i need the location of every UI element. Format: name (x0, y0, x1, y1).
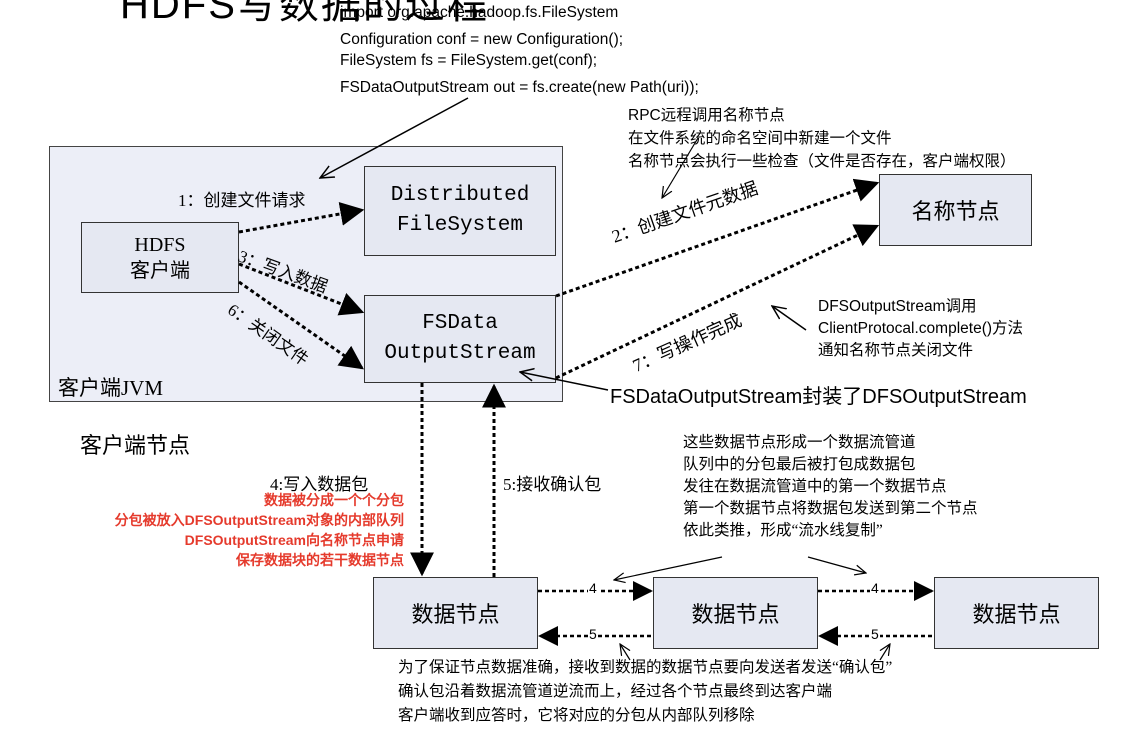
code-line: import org.apache.hadoop.fs.FileSystem (340, 4, 619, 21)
step4-label: 4:写入数据包 (270, 475, 369, 494)
pipeline-note-line: 这些数据节点形成一个数据流管道 (683, 434, 916, 451)
pipe-label-forward-1: 4 (588, 580, 598, 596)
pipe-label-forward-2: 4 (870, 580, 880, 596)
hdfs-client-box: HDFS 客户端 (81, 222, 239, 293)
client-node-label: 客户端节点 (80, 433, 191, 458)
datanode-label: 数据节点 (411, 602, 500, 627)
red-note-line: 保存数据块的若干数据节点 (236, 552, 404, 568)
datanode-box-2: 数据节点 (653, 577, 818, 649)
step7-label: 7：写操作完成 (629, 310, 745, 376)
page-title-fragment: HDFS写数据的过程 (120, 0, 489, 30)
ack-note-line: 客户端收到应答时，它将对应的分包从内部队列移除 (398, 707, 755, 724)
complete-note-line: ClientProtocal.complete()方法 (818, 320, 1024, 337)
callout-pipeline-arrow-2 (807, 556, 866, 573)
rpc-note-line: 在文件系统的命名空间中新建一个文件 (628, 130, 892, 147)
complete-note-line: DFSOutputStream调用 (818, 298, 977, 315)
pipeline-note-line: 依此类推，形成“流水线复制” (683, 522, 883, 539)
pipe-label-ack-1: 5 (588, 626, 598, 642)
ack-note-line: 确认包沿着数据流管道逆流而上，经过各个节点最终到达客户端 (398, 683, 833, 700)
ack-note: 为了保证节点数据准确，接收到数据的数据节点要向发送者发送“确认包” 确认包沿着数… (398, 656, 892, 728)
rpc-note-line: RPC远程调用名称节点 (628, 107, 785, 124)
pipe-label-ack-2: 5 (870, 626, 880, 642)
callout-complete-arrow (772, 306, 807, 331)
datanode-label: 数据节点 (972, 602, 1061, 627)
code-line: FileSystem fs = FileSystem.get(conf); (340, 52, 598, 69)
datanode-box-1: 数据节点 (373, 577, 538, 649)
fsdata-line: FSData (422, 312, 498, 335)
namenode-label: 名称节点 (911, 199, 1000, 224)
fsdata-line: OutputStream (384, 342, 536, 365)
step5-label: 5:接收确认包 (503, 475, 602, 494)
hdfs-client-line: 客户端 (130, 259, 190, 282)
hdfs-client-line: HDFS (134, 233, 186, 256)
pipeline-note-line: 第一个数据节点将数据包发送到第二个节点 (683, 500, 978, 517)
red-note-line: 数据被分成一个个分包 (264, 492, 404, 508)
namenode-box: 名称节点 (879, 174, 1032, 246)
dfs-line: Distributed (390, 184, 530, 207)
code-note: import org.apache.hadoop.fs.FileSystem C… (340, 2, 699, 98)
datanode-box-3: 数据节点 (934, 577, 1099, 649)
fsdata-outputstream-box: FSData OutputStream (364, 295, 556, 383)
pipeline-note-line: 队列中的分包最后被打包成数据包 (683, 456, 916, 473)
distributed-filesystem-box: Distributed FileSystem (364, 166, 556, 256)
rpc-note: RPC远程调用名称节点 在文件系统的命名空间中新建一个文件 名称节点会执行一些检… (628, 104, 1016, 173)
complete-note: DFSOutputStream调用 ClientProtocal.complet… (818, 296, 1023, 362)
step2-label: 2：创建文件元数据 (609, 177, 761, 247)
complete-note-line: 通知名称节点关闭文件 (818, 342, 974, 359)
red-note: 数据被分成一个个分包 分包被放入DFSOutputStream对象的内部队列 D… (115, 490, 404, 570)
datanode-label: 数据节点 (691, 602, 780, 627)
code-line: Configuration conf = new Configuration()… (340, 31, 624, 48)
red-note-line: DFSOutputStream向名称节点申请 (184, 532, 404, 548)
code-line: FSDataOutputStream out = fs.create(new P… (340, 79, 699, 96)
title-text: HDFS写数据的过程 (120, 0, 489, 27)
step1-label: 1：创建文件请求 (178, 191, 306, 210)
ack-note-line: 为了保证节点数据准确，接收到数据的数据节点要向发送者发送“确认包” (398, 659, 893, 676)
pipeline-note-line: 发往在数据流管道中的第一个数据节点 (683, 478, 947, 495)
red-note-line: 分包被放入DFSOutputStream对象的内部队列 (114, 512, 404, 528)
dfs-line: FileSystem (396, 214, 524, 237)
client-jvm-label: 客户端JVM (58, 376, 164, 400)
pipeline-note: 这些数据节点形成一个数据流管道 队列中的分包最后被打包成数据包 发往在数据流管道… (683, 432, 978, 542)
rpc-note-line: 名称节点会执行一些检查（文件是否存在，客户端权限） (628, 153, 1016, 170)
wrap-note: FSDataOutputStream封装了DFSOutputStream (610, 386, 1027, 408)
